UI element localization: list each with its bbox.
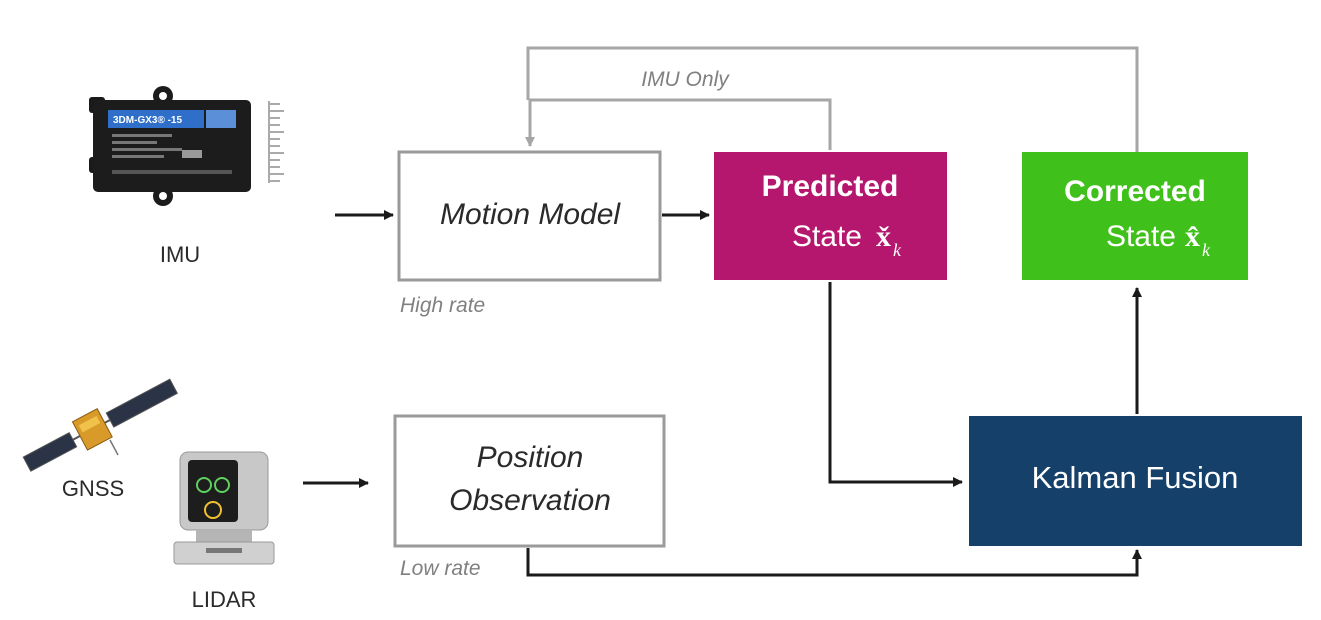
predicted-state-line2: State [792, 220, 862, 253]
corrected-state-subscript: k [1202, 240, 1211, 260]
predicted-state-block [714, 152, 947, 280]
corrected-feedback-line [526, 46, 1139, 152]
position-observation-line2: Observation [449, 484, 611, 517]
position-observation-line1: Position [477, 441, 584, 474]
predicted-state-subscript: k [893, 240, 902, 260]
imu-device-text: 3DM-GX3® -15 [113, 115, 182, 126]
gnss-satellite-icon [22, 378, 179, 472]
kalman-fusion-block [969, 416, 1302, 546]
predicted-to-kalman-arrow [828, 282, 963, 487]
kalman-fusion-label: Kalman Fusion [1032, 460, 1239, 495]
low-rate-note: Low rate [400, 557, 481, 580]
corrected-state-block [1022, 152, 1248, 280]
position-observation-block [393, 414, 666, 548]
corrected-state-line2: State [1106, 220, 1176, 253]
high-rate-note: High rate [400, 294, 485, 317]
observation-to-kalman-arrow [526, 548, 1142, 577]
lidar-device-icon [173, 451, 275, 565]
gnss-label: GNSS [62, 476, 124, 501]
motion-model-block [397, 150, 662, 282]
corrected-state-line1: Corrected [1064, 175, 1206, 208]
imu-device-icon: 3DM-GX3® -15 [89, 86, 284, 206]
imu-only-feedback-line [525, 98, 832, 150]
motion-model-label: Motion Model [440, 198, 621, 231]
imu-only-label: IMU Only [641, 68, 730, 91]
corrected-state-symbol: x̂ [1185, 220, 1200, 253]
predicted-state-line1: Predicted [762, 170, 899, 203]
imu-label: IMU [160, 242, 200, 267]
lidar-label: LIDAR [192, 587, 257, 612]
predicted-state-symbol: x̌ [876, 220, 891, 253]
